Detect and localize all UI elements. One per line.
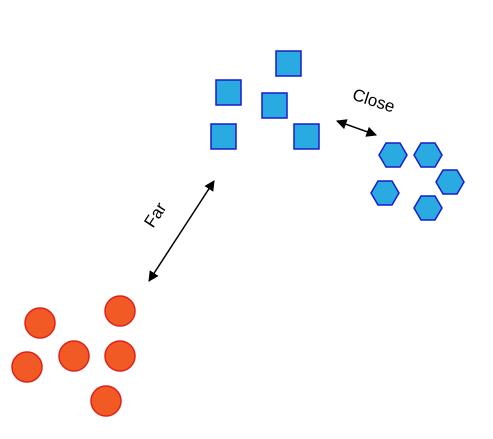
- square-2: [215, 79, 242, 106]
- hexagon-4: [370, 180, 400, 206]
- square-cluster: [210, 50, 320, 150]
- circle-5: [11, 351, 43, 383]
- circle-3: [58, 340, 90, 372]
- square-5: [293, 123, 320, 150]
- square-3: [261, 92, 288, 119]
- far-label: Far: [140, 199, 170, 231]
- close-arrow: [336, 119, 377, 137]
- square-4: [210, 123, 237, 150]
- circle-6: [90, 385, 122, 417]
- circle-4: [104, 340, 136, 372]
- close-label: Close: [350, 85, 397, 117]
- square-1: [275, 50, 302, 77]
- circle-2: [24, 307, 56, 339]
- hexagon-3: [435, 169, 465, 195]
- hexagon-2: [413, 142, 443, 168]
- hexagon-1: [378, 142, 408, 168]
- circle-cluster: [11, 295, 136, 417]
- hexagon-cluster: [370, 142, 465, 221]
- far-arrow: [148, 180, 215, 282]
- hexagon-5: [413, 195, 443, 221]
- circle-1: [104, 295, 136, 327]
